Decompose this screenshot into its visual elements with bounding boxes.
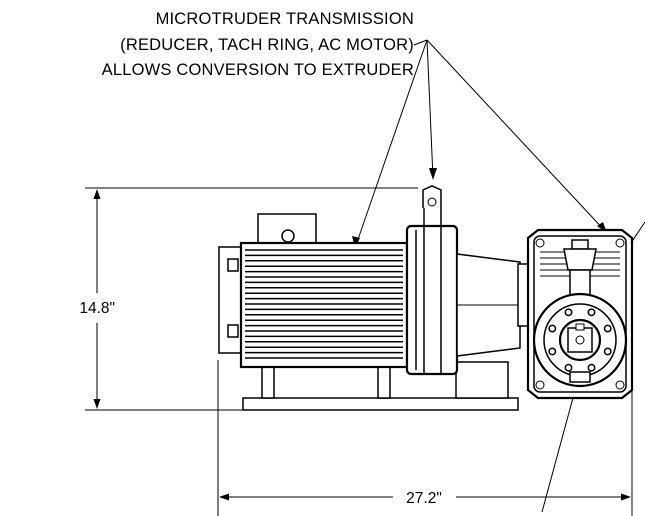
width-dimension bbox=[217, 300, 633, 516]
height-dimension-label: 14.8" bbox=[79, 300, 115, 317]
flange-bolt bbox=[548, 324, 557, 333]
motor-leg-right bbox=[377, 365, 391, 399]
motor-cooling-fins bbox=[245, 249, 403, 359]
tach-lifting-lug bbox=[422, 185, 442, 208]
leader-hook bbox=[413, 39, 428, 46]
base-assembly bbox=[242, 361, 519, 411]
corner-bolt-tr bbox=[615, 238, 625, 248]
width-dimension-label: 27.2" bbox=[406, 490, 442, 507]
corner-bolt-tl bbox=[535, 238, 545, 248]
breather-cap bbox=[571, 239, 589, 250]
end-cap-slot-top bbox=[227, 258, 239, 272]
flange-bolt bbox=[603, 324, 612, 333]
flange-bolt bbox=[587, 363, 596, 372]
gearbox-foot bbox=[455, 361, 509, 399]
width-arrow-left bbox=[219, 493, 229, 501]
height-dimension bbox=[85, 187, 418, 411]
callout-line-1: MICROTRUDER TRANSMISSION bbox=[156, 10, 414, 28]
flange-bolt-circle bbox=[548, 308, 612, 372]
flange-bolt bbox=[564, 308, 573, 317]
lifting-lug-hole bbox=[427, 197, 437, 207]
base-plate bbox=[242, 397, 519, 411]
flange-bolt bbox=[548, 347, 557, 356]
leader-to-tach-ring bbox=[426, 39, 434, 179]
reducer-gearbox bbox=[526, 228, 634, 400]
arrowhead-tach-ring bbox=[429, 168, 437, 180]
tach-ring-flange bbox=[405, 224, 459, 376]
ac-motor bbox=[218, 213, 409, 369]
callout-line-2: (REDUCER, TACH RING, AC MOTOR) bbox=[120, 36, 414, 54]
motor-body bbox=[239, 241, 409, 369]
flange-bolt bbox=[587, 308, 596, 317]
tach-ring-assembly bbox=[405, 185, 529, 376]
drain-plug bbox=[569, 371, 591, 383]
flange-bolt bbox=[564, 363, 573, 372]
leader-to-motor bbox=[354, 39, 428, 249]
flange-bolt bbox=[603, 347, 612, 356]
end-cap-slot-bottom bbox=[227, 324, 239, 338]
adapter-shaft bbox=[517, 263, 529, 327]
terminal-box-gland bbox=[281, 229, 295, 243]
motor-leg-left bbox=[261, 365, 275, 399]
shaft-keyway bbox=[575, 323, 585, 331]
transmission-callout: MICROTRUDER TRANSMISSION (REDUCER, TACH … bbox=[102, 10, 414, 79]
height-arrow-top bbox=[93, 189, 101, 199]
corner-bolt-br bbox=[615, 380, 625, 390]
corner-bolt-bl bbox=[535, 380, 545, 390]
height-arrow-bottom bbox=[93, 399, 101, 409]
leader-to-reducer bbox=[426, 39, 607, 233]
shaft-center bbox=[575, 335, 585, 345]
callout-line-3: ALLOWS CONVERSION TO EXTRUDER bbox=[102, 61, 414, 79]
input-neck bbox=[563, 248, 597, 271]
width-arrow-right bbox=[621, 493, 631, 501]
